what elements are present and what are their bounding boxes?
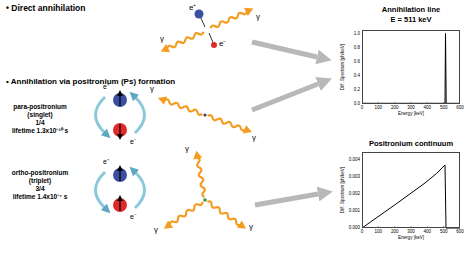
y-tick-label: 0.003 <box>349 175 360 180</box>
y-tick-label: 0.002 <box>349 192 360 197</box>
x-tick-label: 600 <box>456 230 464 235</box>
gamma-wave <box>206 112 253 137</box>
section-heading: • Direct annihilation <box>6 4 85 13</box>
rotation-arrow <box>96 172 106 208</box>
x-axis-title: Energy [keV] <box>398 112 424 117</box>
x-tick-label: 300 <box>407 230 415 235</box>
annihilation-line-curve <box>362 34 460 104</box>
x-tick-label: 0 <box>361 106 364 111</box>
x-tick-label: 600 <box>456 106 464 111</box>
particle-label: e⁻ <box>130 213 136 220</box>
x-tick-label: 400 <box>424 106 432 111</box>
electron-dot <box>113 198 127 212</box>
x-axis-title: Energy [keV] <box>398 236 424 241</box>
plot-title: Positronium continuum <box>369 140 453 148</box>
plot-frame: Annihilation lineE = 511 keV <box>362 30 460 104</box>
x-tick-label: 300 <box>407 106 415 111</box>
y-tick-label: 0.4 <box>354 74 360 79</box>
particle-label: e⁺ <box>103 158 109 165</box>
plot-title: E = 511 keV <box>390 16 431 24</box>
y-tick-label: 0.004 <box>349 158 360 163</box>
rotation-arrow <box>135 172 145 208</box>
rotation-arrow <box>135 97 145 133</box>
gamma-wave <box>205 198 249 232</box>
state-lifetime: lifetime 1.4x10⁻⁷ s <box>13 194 68 201</box>
para-positronium <box>96 93 254 137</box>
gamma-wave <box>159 28 205 56</box>
particle-label: e⁺ <box>103 83 109 90</box>
rotation-arrow <box>96 97 106 133</box>
direct-annihilation <box>159 4 255 55</box>
y-axis-title: Diff. Spectrum [ph/keV] <box>341 167 346 213</box>
electron-dot <box>113 123 127 137</box>
flow-arrow <box>255 194 318 205</box>
gamma-wave <box>161 198 205 232</box>
x-tick-label: 200 <box>391 230 399 235</box>
state-fraction: 1/4 <box>35 120 44 127</box>
gamma-label: γ <box>150 85 154 93</box>
x-tick-label: 100 <box>375 230 383 235</box>
positron-dot <box>113 168 127 182</box>
flow-arrow <box>252 84 318 110</box>
gamma-label: γ <box>160 35 164 43</box>
y-tick-label: 0.001 <box>349 209 360 214</box>
particle-label: e⁺ <box>189 4 196 12</box>
vertex-dot <box>203 198 207 202</box>
gamma-label: γ <box>252 134 256 142</box>
y-tick-label: 1.0 <box>354 31 360 36</box>
y-tick-label: 0.2 <box>354 88 360 93</box>
ortho-positronium <box>96 150 249 232</box>
state-name: para-positronium <box>13 104 66 111</box>
gamma-label: γ <box>185 145 189 153</box>
vertex-dot <box>203 113 206 116</box>
state-name: ortho-positronium <box>12 170 68 177</box>
section-heading: • Annihilation via positronium (Ps) form… <box>6 78 175 86</box>
state-fraction: 3/4 <box>35 186 44 193</box>
gamma-wave <box>192 150 209 198</box>
positron-dot <box>113 93 127 107</box>
state-spin: (singlet) <box>27 112 52 119</box>
spin-arrow <box>119 95 120 106</box>
y-tick-label: 0.8 <box>354 45 360 50</box>
particle-label: e⁻ <box>219 40 226 48</box>
flow-arrow <box>252 42 317 57</box>
spin-arrow <box>119 124 120 135</box>
state-spin: (triplet) <box>29 178 51 185</box>
particle-label: e⁻ <box>130 138 136 145</box>
x-tick-label: 500 <box>440 230 448 235</box>
plot-frame: Positronium continuum <box>362 152 460 228</box>
gamma-wave <box>156 94 203 119</box>
gamma-label: γ <box>256 13 260 21</box>
gamma-wave <box>209 4 255 32</box>
x-tick-label: 200 <box>391 106 399 111</box>
x-tick-label: 400 <box>424 230 432 235</box>
y-axis-title: Diff. Spectrum [ph/keV] <box>341 44 346 90</box>
spin-arrow <box>119 170 120 181</box>
y-tick-label: 0.0 <box>354 102 360 107</box>
x-tick-label: 500 <box>440 106 448 111</box>
y-tick-label: 0.000 <box>349 226 360 231</box>
y-tick-label: 0.6 <box>354 59 360 64</box>
electron-dot <box>211 42 217 48</box>
x-tick-label: 0 <box>361 230 364 235</box>
spin-arrow <box>119 200 120 211</box>
x-tick-label: 100 <box>375 106 383 111</box>
gamma-label: γ <box>154 226 158 234</box>
plot-title: Annihilation line <box>382 6 440 14</box>
gamma-label: γ <box>249 223 253 231</box>
state-lifetime: lifetime 1.3x10⁻¹⁰ s <box>12 128 68 135</box>
continuum-curve <box>362 165 460 228</box>
